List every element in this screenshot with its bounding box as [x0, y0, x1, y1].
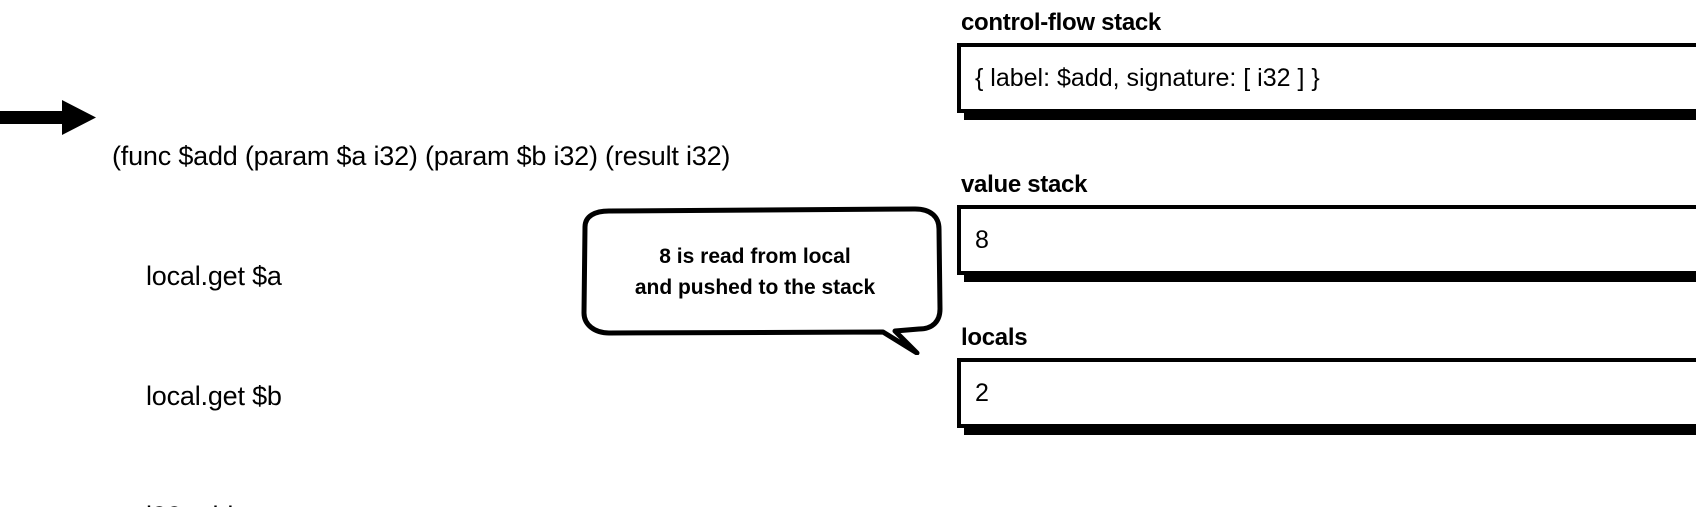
right-arrow-icon — [0, 100, 96, 135]
callout-line-0: 8 is read from local — [659, 245, 851, 268]
value-stack-entry: 8 — [975, 226, 989, 254]
control-flow-stack-box: { label: $add, signature: [ i32 ] } — [957, 43, 1696, 113]
code-line-0: (func $add (param $a i32) (param $b i32)… — [112, 141, 731, 171]
locals-box: 2 — [957, 358, 1696, 428]
callout-bubble: 8 is read from local and pushed to the s… — [565, 205, 945, 355]
panel-locals: locals 2 — [957, 325, 1696, 428]
code-line-2: local.get $b — [146, 381, 282, 411]
code-line-3: i32.add — [112, 496, 932, 507]
locals-entry: 2 — [975, 379, 989, 407]
panel-title-control-flow-stack: control-flow stack — [961, 9, 1161, 36]
panel-title-value-stack: value stack — [961, 171, 1088, 198]
panel-title-locals: locals — [961, 324, 1028, 351]
execution-pointer-arrow — [0, 98, 100, 138]
panel-control-flow-stack: control-flow stack { label: $add, signat… — [957, 10, 1696, 113]
value-stack-box: 8 — [957, 205, 1696, 275]
code-line-1: local.get $a — [146, 261, 282, 291]
control-flow-stack-entry: { label: $add, signature: [ i32 ] } — [975, 64, 1320, 92]
speech-bubble-shape — [581, 206, 943, 355]
panel-value-stack: value stack 8 — [957, 172, 1696, 275]
callout-line-1: and pushed to the stack — [634, 276, 876, 299]
wat-source-code: (func $add (param $a i32) (param $b i32)… — [112, 56, 932, 507]
callout-text: 8 is read from local and pushed to the s… — [583, 241, 927, 303]
